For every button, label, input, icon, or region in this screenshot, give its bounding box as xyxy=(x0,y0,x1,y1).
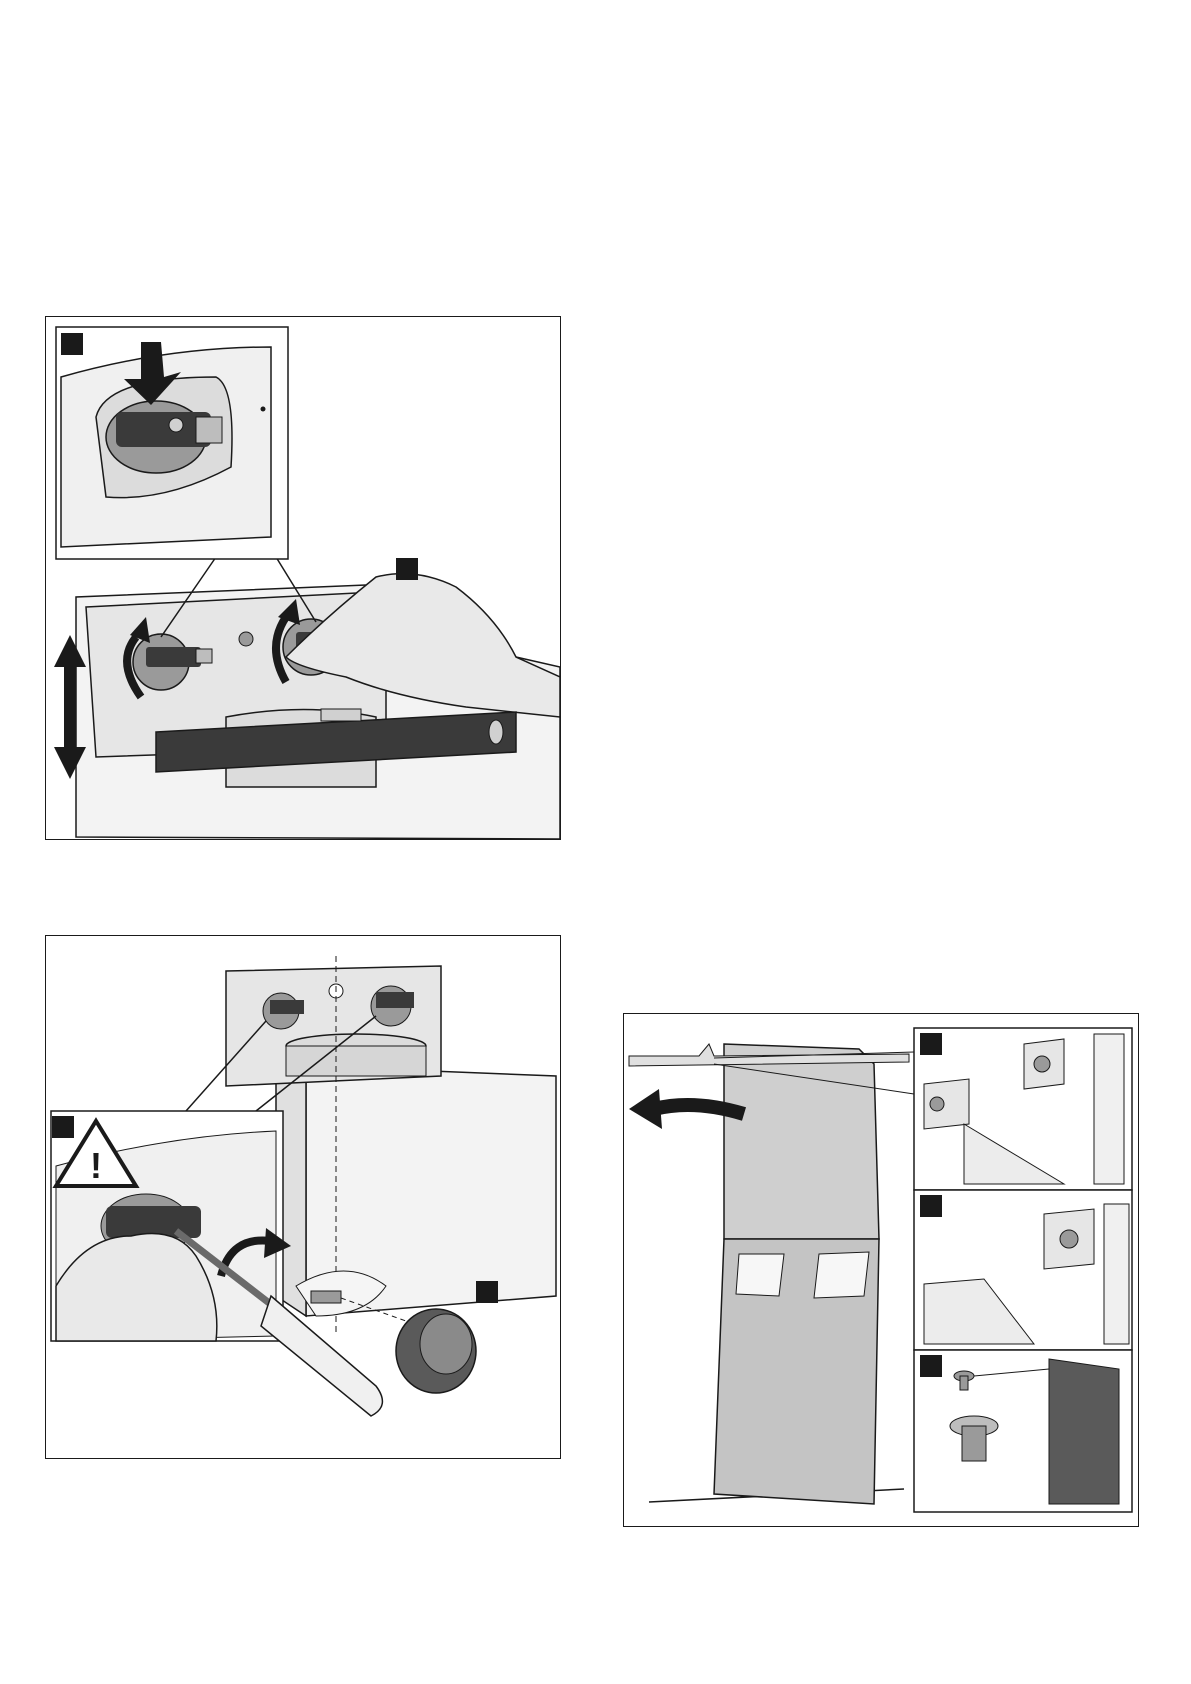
figure-attach-chimney xyxy=(623,1013,1139,1527)
step-marker xyxy=(396,558,418,580)
step-marker xyxy=(920,1355,942,1377)
step-marker xyxy=(476,1281,498,1303)
screw-brackets-illustration: ! xyxy=(46,936,560,1458)
inset-detail xyxy=(56,327,288,559)
step-marker xyxy=(920,1195,942,1217)
curved-arrow-left-icon xyxy=(654,1105,744,1114)
figure-screw-brackets: ! xyxy=(45,935,561,1459)
knob-nut-icon xyxy=(396,1309,476,1393)
step-marker xyxy=(52,1116,74,1138)
inset-detail: ! xyxy=(51,1111,283,1341)
level-brackets-illustration xyxy=(46,317,560,839)
step-marker xyxy=(61,333,83,355)
figure-level-brackets xyxy=(45,316,561,840)
attach-chimney-illustration xyxy=(624,1014,1138,1526)
warning-symbol: ! xyxy=(90,1145,102,1186)
step-marker xyxy=(920,1033,942,1055)
